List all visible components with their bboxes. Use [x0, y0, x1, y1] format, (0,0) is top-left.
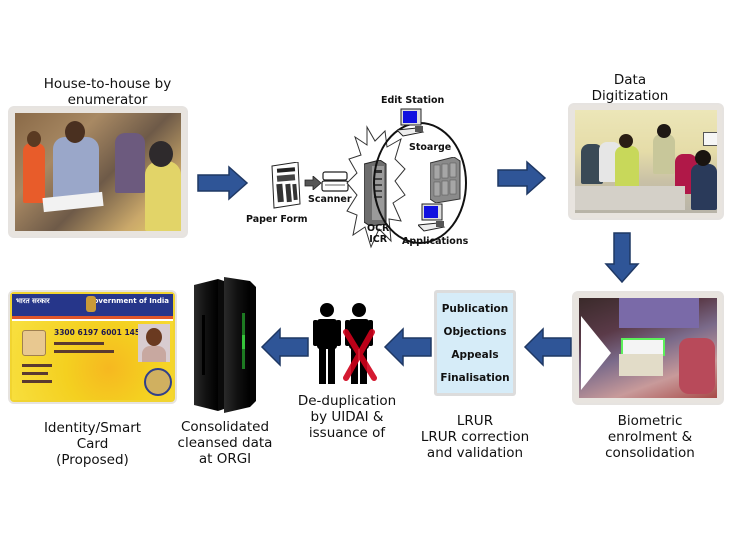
arrow-right-1-shape	[197, 165, 249, 201]
applications-label: Applications	[402, 236, 469, 247]
arrow-left-1	[523, 327, 572, 367]
orgi-server-icon	[194, 277, 256, 413]
biometric-label-line2: enrolment &	[607, 429, 693, 445]
lrur-item-publication: Publication	[441, 302, 509, 315]
card-seal-icon	[144, 368, 172, 396]
arrow-left-1-shape	[523, 327, 572, 367]
chip-icon	[22, 330, 46, 356]
data-digitization-photo	[570, 105, 722, 218]
lrur-item-appeals: Appeals	[451, 348, 499, 361]
deduplication-label-line2: by UIDAI &	[310, 409, 384, 425]
ocr-icr-label: OCR ICR	[367, 223, 389, 245]
biometric-label-line1: Biometric	[617, 413, 683, 429]
data-digitization-label-line2: Digitization	[591, 88, 669, 104]
paper-form-label: Paper Form	[246, 214, 308, 225]
arrow-left-3	[260, 327, 309, 367]
identity-card-image: भारत सरकार Government of India 3300 6197…	[10, 292, 175, 402]
biometric-label: Biometric enrolment & consolidation	[580, 413, 720, 461]
cross-mark-icon	[343, 329, 377, 381]
identity-card-label: Identity/Smart Card (Proposed)	[20, 420, 165, 468]
arrow-paper-to-scanner	[304, 176, 322, 190]
consolidated-label: Consolidated cleansed data at ORGI	[170, 419, 280, 467]
server-led	[242, 335, 245, 349]
applications-computer-icon	[418, 203, 446, 232]
lrur-process-box: Publication Objections Appeals Finalisat…	[434, 290, 516, 396]
card-header: भारत सरकार Government of India	[12, 294, 173, 316]
identity-card-label-line2: Card	[76, 436, 109, 452]
arrow-right-2-shape	[497, 160, 547, 196]
arrow-left-2-shape	[383, 327, 432, 367]
person-icon	[313, 303, 341, 384]
lrur-label-line1: LRUR	[456, 413, 494, 429]
storage-server-icon	[430, 157, 461, 203]
deduplication-label: De-duplication by UIDAI & issuance of	[292, 393, 402, 441]
lrur-item-finalisation: Finalisation	[440, 371, 510, 384]
identity-card-label-line1: Identity/Smart	[43, 420, 142, 436]
data-digitization-label: Data Digitization	[570, 72, 690, 104]
biometric-photo	[574, 293, 722, 403]
arrow-down-1-shape	[604, 232, 640, 284]
lrur-label-line3: and validation	[426, 445, 524, 461]
card-header-right: Government of India	[87, 297, 169, 305]
biometric-label-line3: consolidation	[605, 445, 695, 461]
deduplication-people-icon	[313, 303, 377, 384]
arrow-down-1	[604, 232, 640, 284]
consolidated-label-line2: cleansed data	[177, 435, 273, 451]
deduplication-label-line3: issuance of	[308, 425, 386, 441]
arrow-left-2	[383, 327, 432, 367]
arrow-right-2	[497, 160, 547, 196]
deduplication-label-line1: De-duplication	[297, 393, 397, 409]
card-number: 3300 6197 6001 1455	[54, 328, 146, 337]
scanner-label: Scanner	[308, 194, 352, 205]
edit-station-label: Edit Station	[381, 95, 445, 106]
lrur-label-line2: LRUR correction	[420, 429, 530, 445]
arrow-left-3-shape	[260, 327, 309, 367]
ocr-label: OCR	[367, 223, 390, 234]
consolidated-label-line3: at ORGI	[198, 451, 252, 467]
emblem-icon	[86, 296, 96, 312]
paper-form-icon	[271, 162, 301, 209]
house-to-house-label: House-to-house by enumerator	[20, 76, 195, 108]
lrur-label: LRUR LRUR correction and validation	[405, 413, 545, 461]
card-header-left: भारत सरकार	[16, 297, 50, 305]
icr-label: ICR	[369, 234, 388, 245]
consolidated-label-line1: Consolidated	[180, 419, 270, 435]
card-photo	[138, 324, 170, 362]
scanner-icon	[321, 171, 349, 192]
house-to-house-photo	[10, 108, 186, 236]
storage-label: Stoarge	[409, 142, 452, 153]
arrow-right-1	[197, 165, 249, 201]
house-to-house-label-line2: enumerator	[67, 92, 148, 108]
data-digitization-label-line1: Data	[613, 72, 647, 88]
lrur-item-objections: Objections	[443, 325, 507, 338]
house-to-house-label-line1: House-to-house by	[43, 76, 172, 92]
identity-card-label-line3: (Proposed)	[56, 452, 129, 468]
edit-station-computer-icon	[397, 108, 425, 137]
